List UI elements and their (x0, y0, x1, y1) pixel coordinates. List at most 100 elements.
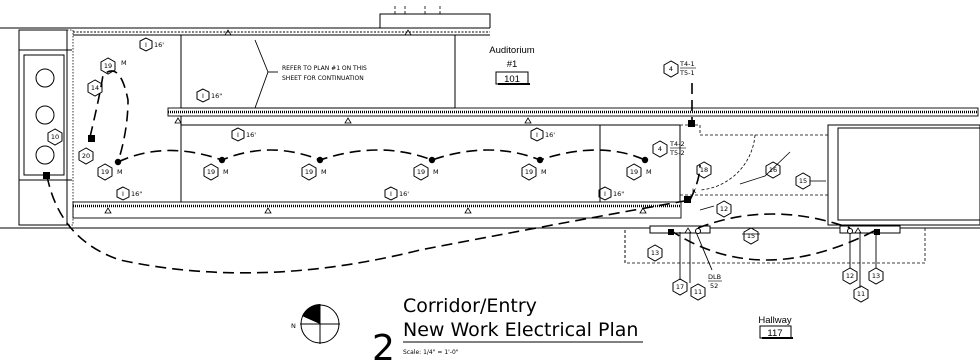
k-label: K (692, 187, 697, 195)
fixture-1: I 16' (139, 37, 164, 52)
svg-text:16": 16" (131, 190, 142, 198)
left-inner-block (23, 54, 65, 176)
svg-text:13: 13 (651, 249, 659, 257)
svg-text:15: 15 (799, 177, 807, 185)
tag-14: 14 (87, 79, 103, 97)
svg-text:19: 19 (207, 168, 215, 176)
svg-text:M: M (223, 168, 229, 176)
tag-13-b: 13 (868, 267, 884, 285)
svg-text:14: 14 (91, 84, 99, 92)
svg-text:I: I (237, 131, 239, 139)
wiring (46, 70, 877, 288)
title-block: 2 Corridor/Entry New Work Electrical Pla… (372, 295, 643, 361)
wall-markers (104, 29, 862, 234)
svg-text:12: 12 (720, 205, 728, 213)
tag-15-b: 15 (743, 227, 759, 245)
fixture-7: I 16" (598, 186, 624, 201)
tag-19-c: 19 M (203, 163, 229, 181)
fixture-3: I 16' (231, 127, 256, 142)
drawing-number: 2 (372, 328, 395, 361)
svg-text:M: M (646, 168, 652, 176)
svg-text:19: 19 (417, 168, 425, 176)
continuation-note: REFER TO PLAN #1 ON THIS SHEET FOR CONTI… (254, 39, 367, 109)
junction-points (43, 120, 880, 235)
svg-text:18: 18 (700, 166, 708, 174)
svg-text:19: 19 (101, 168, 109, 176)
dlb-label: DLB 52 (708, 273, 722, 290)
tag-19-a: 19 M (100, 57, 127, 75)
svg-text:20: 20 (82, 152, 90, 160)
tag-19-e: 19 M (413, 163, 439, 181)
svg-text:10: 10 (51, 133, 59, 141)
svg-text:16': 16' (246, 131, 256, 139)
svg-text:T4-2: T4-2 (669, 140, 685, 148)
svg-text:15: 15 (747, 232, 755, 240)
title-line-1: Corridor/Entry (403, 295, 537, 317)
north-arrow: N (291, 304, 340, 344)
svg-text:T5-2: T5-2 (669, 149, 685, 157)
tag-11-b: 11 (853, 285, 869, 303)
svg-text:T5-1: T5-1 (679, 69, 695, 77)
svg-text:DLB: DLB (708, 273, 721, 281)
svg-text:#1: #1 (507, 59, 518, 70)
svg-text:T4-1: T4-1 (679, 60, 695, 68)
svg-text:16: 16 (769, 166, 777, 174)
svg-text:19: 19 (305, 168, 313, 176)
svg-text:19: 19 (525, 168, 533, 176)
circuit-label-a: T4-1 T5-1 (679, 60, 696, 77)
svg-text:I: I (122, 190, 124, 198)
tag-11-a: 11 (690, 283, 706, 301)
tag-10: 10 (47, 128, 63, 146)
tag-19-b: 19 M (97, 163, 123, 181)
svg-text:19: 19 (104, 62, 112, 70)
svg-text:11: 11 (694, 288, 702, 296)
svg-text:16": 16" (613, 190, 624, 198)
tag-18: 18 (696, 161, 712, 179)
svg-text:19: 19 (630, 168, 638, 176)
fixture-6: I 16' (384, 186, 409, 201)
svg-text:I: I (536, 131, 538, 139)
svg-text:I: I (145, 41, 147, 49)
left-equipment (35, 68, 55, 165)
scale-text: Scale: 1/4" = 1'-0" (403, 349, 459, 356)
svg-text:I: I (202, 92, 204, 100)
svg-text:M: M (121, 59, 127, 67)
svg-text:I: I (390, 190, 392, 198)
tag-20: 20 (78, 147, 94, 165)
svg-text:M: M (117, 168, 123, 176)
svg-text:M: M (433, 168, 439, 176)
svg-text:16": 16" (211, 92, 222, 100)
north-letter: N (291, 322, 296, 330)
note-line-1: REFER TO PLAN #1 ON THIS (282, 65, 367, 72)
tag-17: 17 (672, 278, 688, 296)
left-wall-block (18, 29, 68, 226)
svg-text:17: 17 (676, 283, 684, 291)
tag-12-a: 12 (716, 200, 732, 218)
circuit-label-b: T4-2 T5-2 (669, 140, 686, 157)
fixture-5: I 16" (116, 186, 142, 201)
svg-text:101: 101 (504, 74, 520, 85)
svg-text:12: 12 (846, 272, 854, 280)
room-tag-auditorium: Auditorium #1 101 (489, 45, 535, 85)
svg-text:16': 16' (399, 190, 409, 198)
fixture-labels: I 16' I 16" I 16' I 16' I 16" I 16' I 16" (116, 37, 624, 201)
svg-text:4: 4 (658, 145, 662, 153)
svg-text:Hallway: Hallway (758, 315, 792, 326)
svg-text:16': 16' (154, 41, 164, 49)
tag-15-a: 15 (795, 172, 811, 190)
svg-text:I: I (604, 190, 606, 198)
svg-text:16': 16' (545, 131, 555, 139)
tag-16: 16 (765, 161, 781, 179)
svg-text:4: 4 (669, 65, 673, 73)
tag-19-d: 19 M (301, 163, 327, 181)
svg-text:117: 117 (767, 328, 782, 339)
svg-text:11: 11 (857, 290, 865, 298)
title-line-2: New Work Electrical Plan (403, 319, 638, 341)
svg-text:M: M (321, 168, 327, 176)
note-line-2: SHEET FOR CONTINUATION (282, 75, 364, 82)
room-tag-hallway: Hallway 117 (758, 315, 793, 339)
fixture-2: I 16" (196, 88, 222, 103)
